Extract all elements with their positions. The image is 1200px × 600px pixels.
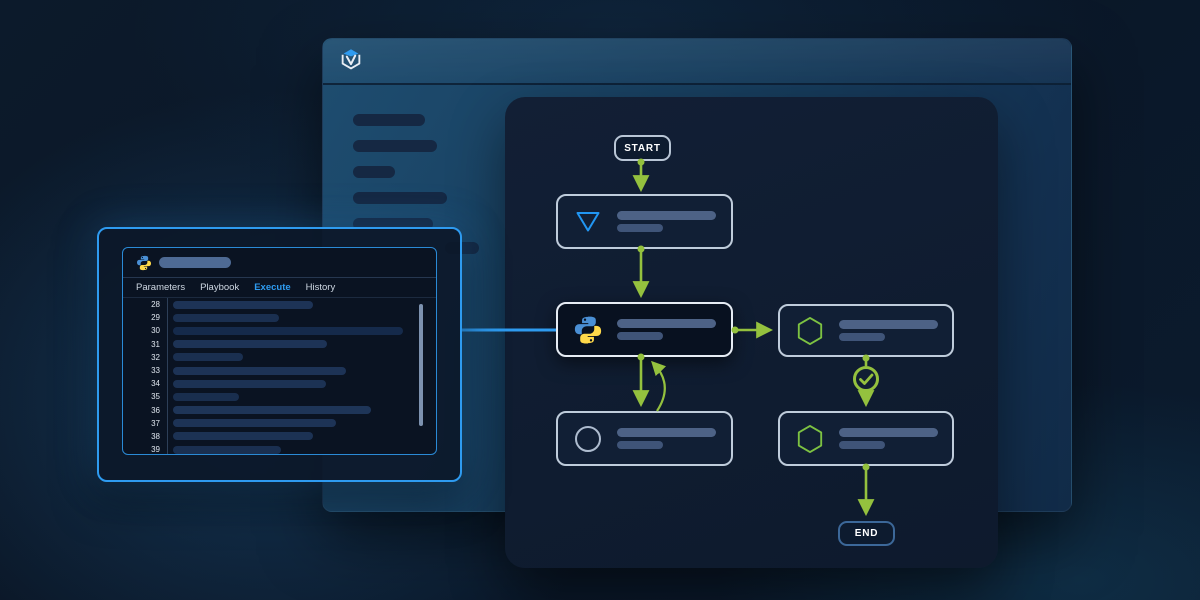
line-number: 29 (123, 311, 168, 325)
code-skeleton-bar (173, 392, 239, 401)
code-line: 31 (123, 337, 436, 351)
line-number: 38 (123, 429, 168, 444)
hex-node-top[interactable] (778, 304, 954, 357)
line-number: 32 (123, 350, 168, 364)
code-line: 29 (123, 311, 436, 325)
node-skeleton-text (617, 319, 716, 340)
flowchart-canvas: START EN (505, 97, 998, 568)
code-line: 35 (123, 390, 436, 404)
triangle-down-icon (573, 206, 603, 238)
scrollbar-thumb[interactable] (419, 304, 423, 426)
code-area: 28 29 30 31 32 33 34 35 36 37 38 39 (123, 297, 436, 454)
code-skeleton-bar (173, 313, 279, 322)
line-number: 31 (123, 337, 168, 351)
code-line: 38 (123, 429, 436, 444)
code-skeleton-bar (173, 300, 313, 309)
code-line: 34 (123, 377, 436, 391)
code-line: 37 (123, 416, 436, 430)
tab-execute[interactable]: Execute (254, 282, 291, 293)
sidebar-skeleton-bar (353, 166, 395, 178)
code-line: 30 (123, 324, 436, 338)
node-skeleton-text (617, 428, 716, 449)
sidebar-skeleton-bar (353, 140, 437, 152)
code-line: 39 (123, 443, 436, 454)
code-skeleton-bar (173, 445, 281, 454)
line-number: 30 (123, 324, 168, 338)
line-number: 33 (123, 363, 168, 378)
loop-node[interactable] (556, 411, 733, 466)
editor-header (123, 248, 436, 278)
code-skeleton-bar (173, 419, 336, 428)
code-skeleton-bar (173, 379, 326, 388)
code-skeleton-bar (173, 406, 371, 415)
line-number: 36 (123, 403, 168, 417)
node-skeleton-text (617, 211, 716, 232)
trigger-node[interactable] (556, 194, 733, 249)
line-number: 39 (123, 443, 168, 454)
line-number: 35 (123, 390, 168, 404)
editor-tabs: Parameters Playbook Execute History (123, 278, 436, 297)
app-logo hexagon-check-logo-icon (338, 45, 364, 77)
code-line: 32 (123, 350, 436, 364)
sidebar-skeleton-bar (353, 114, 425, 126)
detail-panel: Parameters Playbook Execute History 28 2… (97, 227, 462, 482)
hexagon-icon (795, 423, 825, 455)
code-skeleton-bar (173, 432, 313, 441)
tab-parameters[interactable]: Parameters (136, 282, 186, 293)
circle-icon (573, 423, 603, 455)
code-line: 33 (123, 363, 436, 378)
python-node[interactable] (556, 302, 733, 357)
script-editor-panel: Parameters Playbook Execute History 28 2… (122, 247, 437, 455)
end-node[interactable]: END (838, 521, 895, 546)
node-skeleton-text (839, 320, 938, 341)
code-line: 36 (123, 403, 436, 417)
code-skeleton-bar (173, 366, 346, 375)
code-line: 28 (123, 298, 436, 312)
node-skeleton-text (839, 428, 938, 449)
tab-history[interactable]: History (305, 282, 336, 293)
title-skeleton-bar (159, 257, 231, 268)
end-node-label: END (854, 528, 879, 539)
line-number: 28 (123, 298, 168, 312)
start-node[interactable]: START (614, 135, 671, 161)
line-number: 37 (123, 416, 168, 430)
sidebar-skeleton-bar (353, 192, 447, 204)
app-header (323, 39, 1071, 85)
start-node-label: START (624, 142, 661, 154)
line-number: 34 (123, 377, 168, 391)
tab-playbook[interactable]: Playbook (200, 282, 240, 293)
hexagon-icon (795, 315, 825, 347)
code-skeleton-bar (173, 326, 403, 335)
python-icon (573, 314, 603, 346)
hex-node-bottom[interactable] (778, 411, 954, 466)
code-skeleton-bar (173, 353, 243, 362)
code-skeleton-bar (173, 340, 327, 349)
python-icon (136, 255, 152, 271)
